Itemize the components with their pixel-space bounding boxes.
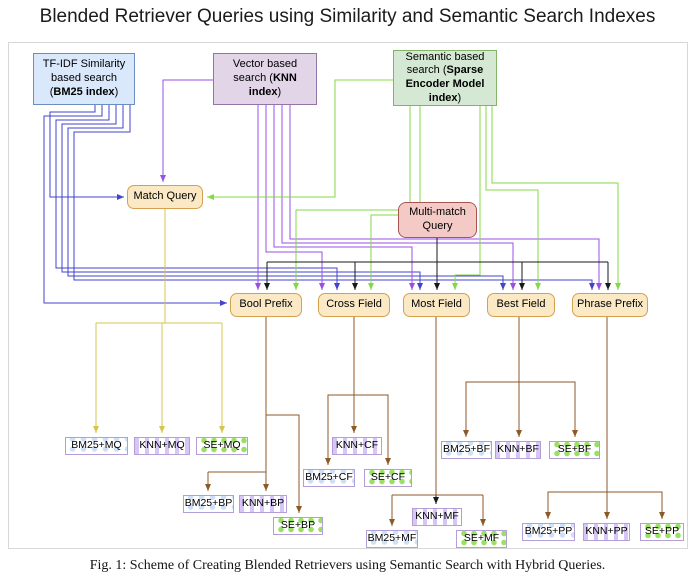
result-knn-mf: KNN+MF	[412, 508, 462, 526]
result-knn-bp: KNN+BP	[239, 495, 287, 513]
node-bm25-label: TF-IDF Similarity based search (BM25 ind…	[42, 58, 126, 98]
node-se-index: Semantic based search (Sparse Encoder Mo…	[393, 50, 497, 106]
node-bool-prefix: Bool Prefix	[230, 293, 302, 317]
diagram-border	[8, 42, 688, 549]
match-query-arrows	[93, 209, 225, 433]
se-arrows	[207, 79, 621, 290]
result-bm25-pp: BM25+PP	[522, 523, 575, 541]
multimatch-arrows	[264, 238, 611, 504]
result-bm25-mf: BM25+MF	[366, 530, 418, 548]
node-knn-index: Vector based search (KNN index)	[213, 53, 317, 105]
result-knn-pp: KNN+PP	[583, 523, 630, 541]
node-knn-label: Vector based search (KNN index)	[232, 58, 298, 98]
query-type-arrows	[205, 317, 665, 526]
figure-title: Blended Retriever Queries using Similari…	[39, 6, 656, 27]
node-phrase-prefix: Phrase Prefix	[572, 293, 648, 317]
result-knn-bf: KNN+BF	[495, 441, 541, 459]
result-se-bp: SE+BP	[273, 517, 323, 535]
result-knn-mq: KNN+MQ	[134, 437, 190, 455]
result-knn-cf: KNN+CF	[332, 437, 382, 455]
result-bm25-bf: BM25+BF	[441, 441, 492, 459]
node-match-query: Match Query	[127, 185, 203, 209]
result-bm25-cf: BM25+CF	[303, 469, 355, 487]
node-best-field: Best Field	[487, 293, 555, 317]
result-se-mf: SE+MF	[456, 530, 507, 548]
node-cross-field: Cross Field	[318, 293, 390, 317]
result-se-cf: SE+CF	[364, 469, 412, 487]
node-bm25-index: TF-IDF Similarity based search (BM25 ind…	[33, 53, 135, 105]
result-se-mq: SE+MQ	[196, 437, 248, 455]
node-se-label: Semantic based search (Sparse Encoder Mo…	[405, 50, 485, 104]
figure-caption: Fig. 1: Scheme of Creating Blended Retri…	[89, 558, 606, 573]
node-most-field: Most Field	[403, 293, 470, 317]
result-bm25-bp: BM25+BP	[183, 495, 234, 513]
result-se-bf: SE+BF	[549, 441, 600, 459]
knn-arrows	[160, 79, 602, 290]
node-multi-match-query: Multi-match Query	[398, 202, 477, 238]
bm25-arrows	[43, 105, 595, 306]
result-se-pp: SE+PP	[640, 523, 684, 541]
result-bm25-mq: BM25+MQ	[65, 437, 128, 455]
